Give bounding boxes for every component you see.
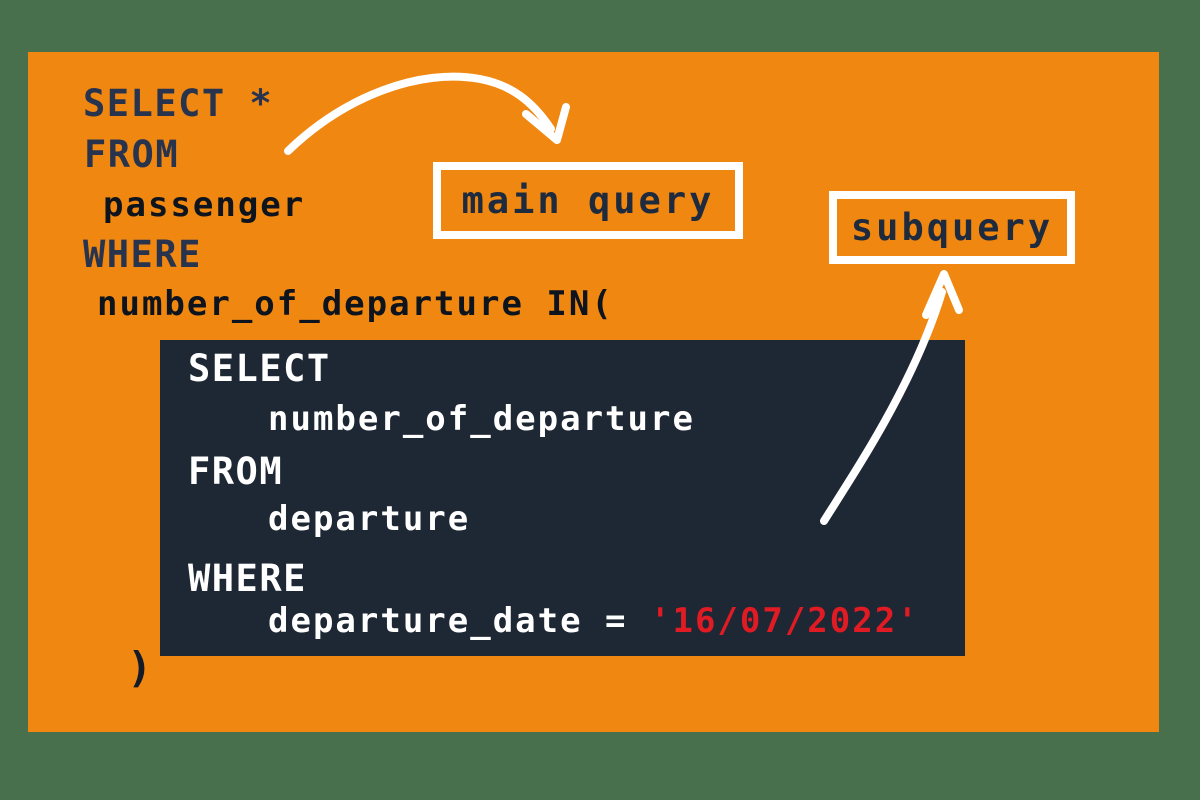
- closing-paren: ): [127, 643, 153, 692]
- inner-condition-date-value: '16/07/2022': [650, 601, 920, 641]
- main-query-arrow: [284, 72, 570, 155]
- subquery-label: subquery: [850, 206, 1054, 249]
- main-query-label: main query: [461, 179, 715, 222]
- outer-table-line: passenger: [103, 185, 306, 225]
- inner-column-line: number_of_departure: [268, 399, 695, 439]
- diagram-canvas: SELECT * FROM passenger WHERE number_of_…: [28, 52, 1159, 732]
- outer-from-line: FROM: [84, 133, 180, 176]
- outer-where-line: WHERE: [83, 233, 202, 276]
- inner-from-line: FROM: [188, 450, 284, 493]
- inner-select-line: SELECT: [188, 347, 331, 390]
- inner-where-line: WHERE: [188, 557, 307, 600]
- subquery-label-box: subquery: [829, 191, 1075, 264]
- outer-condition-line: number_of_departure IN(: [97, 284, 614, 324]
- inner-table-line: departure: [268, 499, 471, 539]
- subquery-code-block: SELECT number_of_departure FROM departur…: [160, 340, 965, 656]
- inner-condition-prefix: departure_date =: [268, 601, 650, 641]
- main-query-label-box: main query: [433, 162, 743, 239]
- outer-select-line: SELECT *: [83, 82, 274, 125]
- inner-condition-line: departure_date = '16/07/2022': [268, 604, 920, 638]
